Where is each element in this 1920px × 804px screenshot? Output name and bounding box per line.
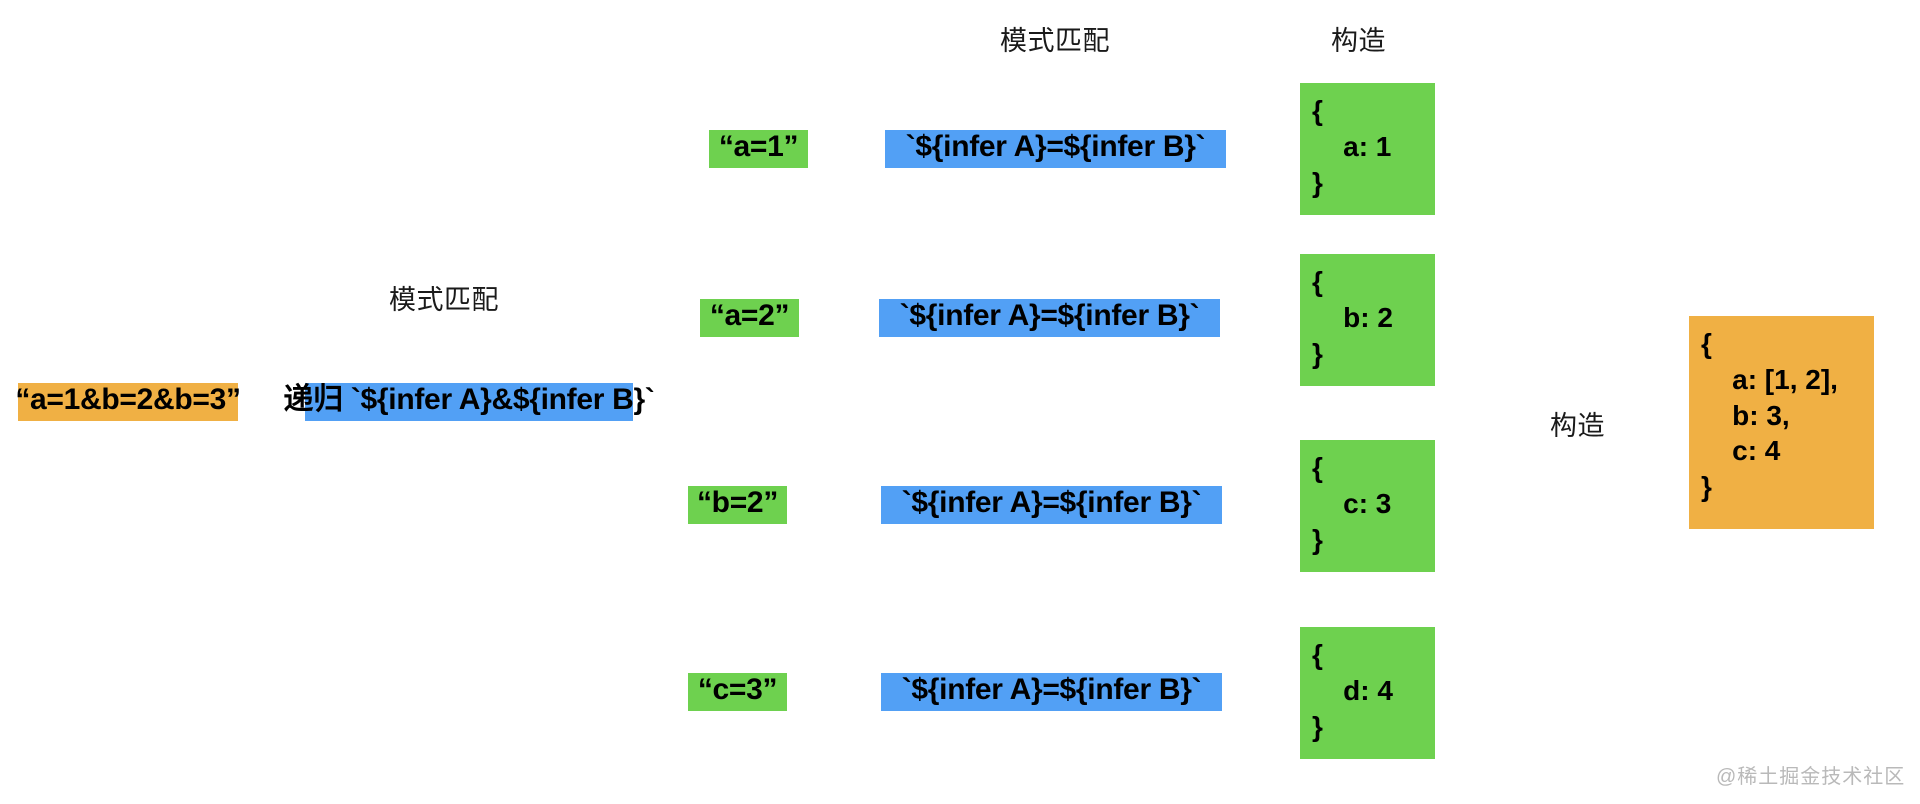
column-heading-pattern-match: 模式匹配	[1000, 26, 1110, 57]
stage-label-pattern-match-left: 模式匹配	[389, 285, 499, 316]
result-block-row-3: { c: 3 }	[1300, 440, 1435, 572]
stage-label-construct-right: 构造	[1550, 411, 1605, 442]
result-block-row-2: { b: 2 }	[1300, 254, 1435, 386]
result-block-row-4: { d: 4 }	[1300, 627, 1435, 759]
segment-chip-row-1: “a=1”	[709, 130, 808, 168]
pattern-chip-row-2: `${infer A}=${infer B}`	[879, 299, 1220, 337]
watermark-label: @稀土掘金技术社区	[1716, 766, 1906, 788]
input-string-chip: “a=1&b=2&b=3”	[15, 383, 241, 421]
segment-chip-row-3: “b=2”	[688, 486, 787, 524]
recursion-pattern-chip: 递归 `${infer A}&${infer B}`	[283, 383, 655, 421]
column-heading-construct: 构造	[1331, 26, 1386, 57]
result-block-row-1: { a: 1 }	[1300, 83, 1435, 215]
pattern-chip-row-3: `${infer A}=${infer B}`	[881, 486, 1222, 524]
pattern-chip-row-1: `${infer A}=${infer B}`	[885, 130, 1226, 168]
final-output-block: { a: [1, 2], b: 3, c: 4 }	[1689, 316, 1874, 529]
pattern-chip-row-4: `${infer A}=${infer B}`	[881, 673, 1222, 711]
segment-chip-row-4: “c=3”	[688, 673, 787, 711]
segment-chip-row-2: “a=2”	[700, 299, 799, 337]
